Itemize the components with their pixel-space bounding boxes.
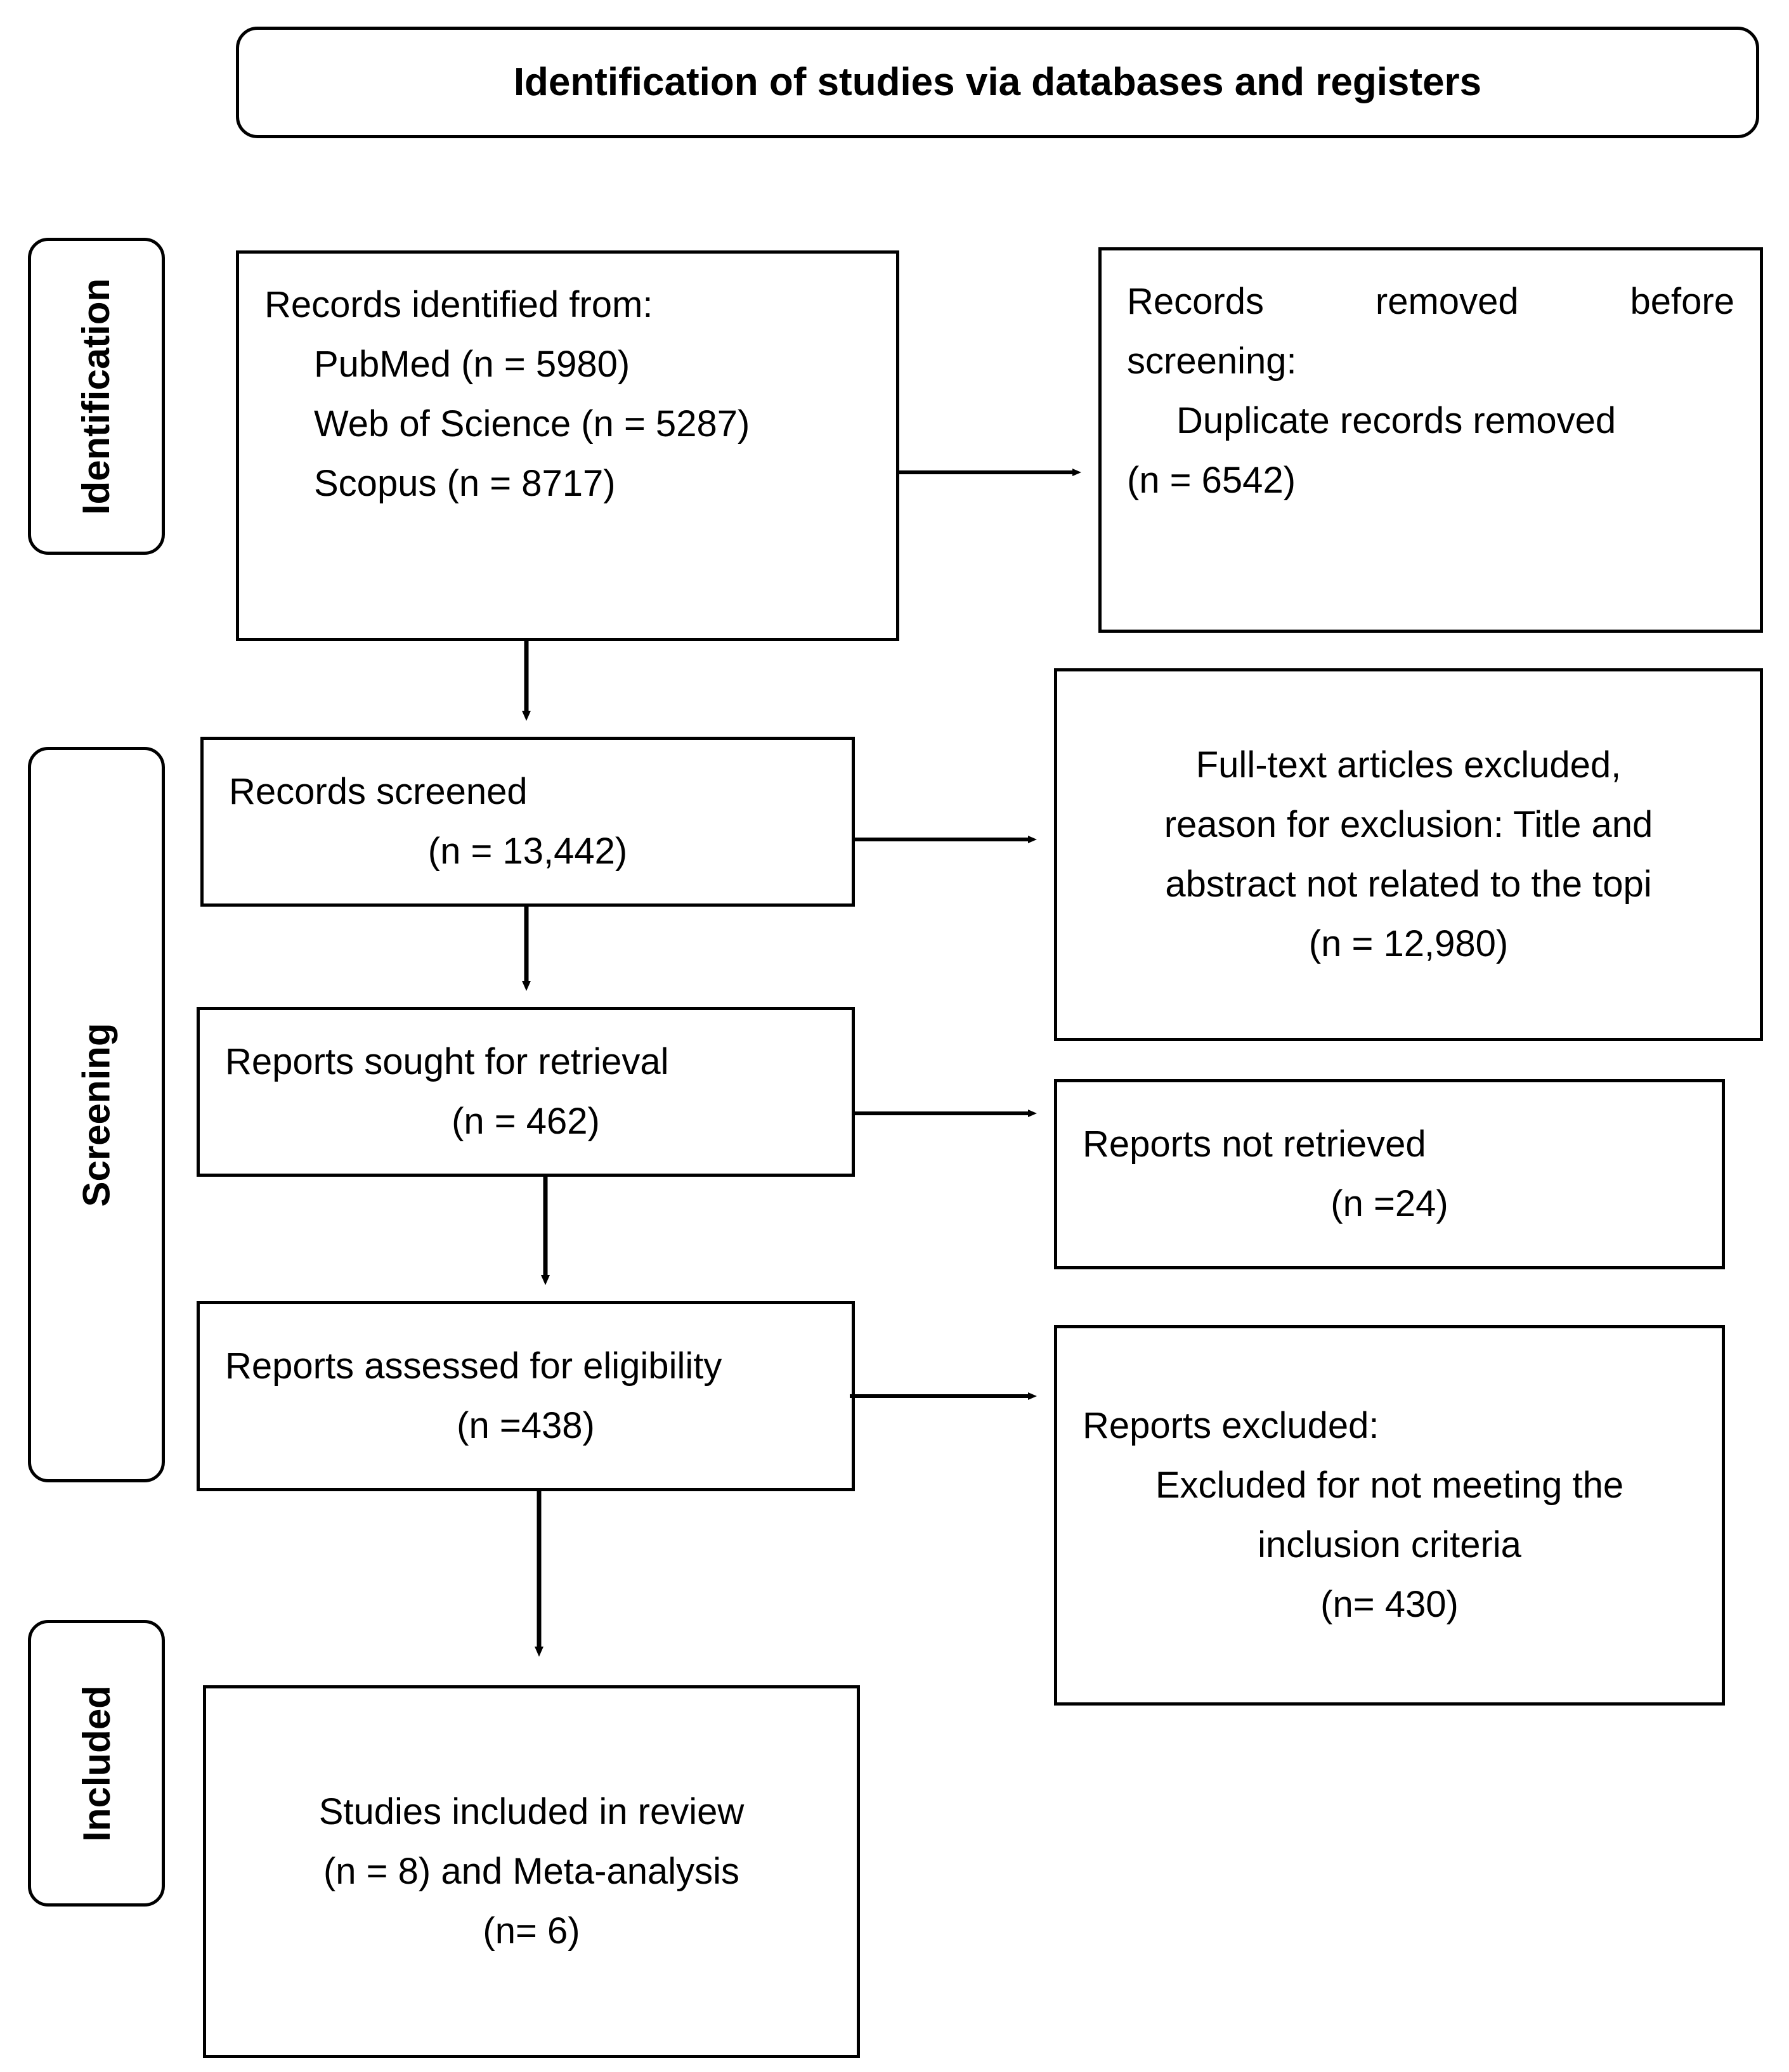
records-removed-word-removed: removed [1375, 281, 1519, 322]
box-reports-excluded: Reports excluded: Excluded for not meeti… [1054, 1325, 1725, 1706]
reports-excluded-heading: Reports excluded: [1083, 1405, 1379, 1447]
records-identified-heading: Records identified from: [264, 284, 653, 325]
stage-label-screening: Screening [28, 747, 165, 1482]
records-removed-word-before: before [1630, 281, 1734, 322]
stage-label-identification: Identification [28, 238, 165, 555]
box-records-removed: Records removed before screening: Duplic… [1098, 247, 1763, 633]
diagram-title-banner: Identification of studies via databases … [236, 27, 1759, 138]
reports-eligibility-label: Reports assessed for eligibility [225, 1345, 722, 1387]
reports-not-retrieved-count: (n =24) [1330, 1183, 1448, 1224]
studies-included-line1: Studies included in review [318, 1791, 745, 1833]
box-records-screened: Records screened (n = 13,442) [200, 737, 855, 907]
records-removed-duplicate-count: (n = 6542) [1127, 459, 1296, 501]
studies-included-count: (n= 6) [483, 1910, 580, 1952]
reports-excluded-line3: inclusion criteria [1258, 1524, 1521, 1565]
records-removed-duplicate-label: Duplicate records removed [1176, 399, 1617, 441]
stage-label-included: Included [28, 1620, 165, 1907]
diagram-title-text: Identification of studies via databases … [513, 60, 1482, 104]
records-identified-source-wos: Web of Science (n = 5287) [314, 403, 750, 444]
box-studies-included: Studies included in review (n = 8) and M… [203, 1685, 860, 2058]
box-reports-sought: Reports sought for retrieval (n = 462) [197, 1007, 855, 1177]
reports-eligibility-count: (n =438) [457, 1405, 595, 1446]
reports-excluded-count: (n= 430) [1320, 1583, 1459, 1625]
records-screened-count: (n = 13,442) [427, 831, 628, 872]
fulltext-excluded-line2: reason for exclusion: Title and [1164, 804, 1653, 846]
fulltext-excluded-line1: Full-text articles excluded, [1195, 744, 1622, 786]
records-removed-heading-line1: Records removed before [1127, 272, 1734, 332]
box-reports-eligibility: Reports assessed for eligibility (n =438… [197, 1301, 855, 1491]
studies-included-line2: (n = 8) and Meta-analysis [323, 1851, 740, 1893]
records-removed-heading-line2: screening: [1127, 340, 1297, 382]
reports-sought-label: Reports sought for retrieval [225, 1041, 669, 1083]
reports-excluded-line2: Excluded for not meeting the [1155, 1465, 1624, 1506]
records-removed-word-records: Records [1127, 281, 1264, 322]
box-reports-not-retrieved: Reports not retrieved (n =24) [1054, 1079, 1725, 1269]
reports-not-retrieved-label: Reports not retrieved [1083, 1123, 1426, 1165]
reports-sought-count: (n = 462) [452, 1101, 600, 1142]
records-identified-source-scopus: Scopus (n = 8717) [314, 462, 616, 504]
box-fulltext-excluded: Full-text articles excluded, reason for … [1054, 668, 1763, 1041]
records-identified-source-pubmed: PubMed (n = 5980) [314, 343, 630, 385]
box-records-identified: Records identified from: PubMed (n = 598… [236, 250, 899, 641]
fulltext-excluded-line3: abstract not related to the topi [1165, 864, 1652, 905]
records-screened-label: Records screened [229, 771, 528, 813]
fulltext-excluded-count: (n = 12,980) [1308, 923, 1509, 964]
